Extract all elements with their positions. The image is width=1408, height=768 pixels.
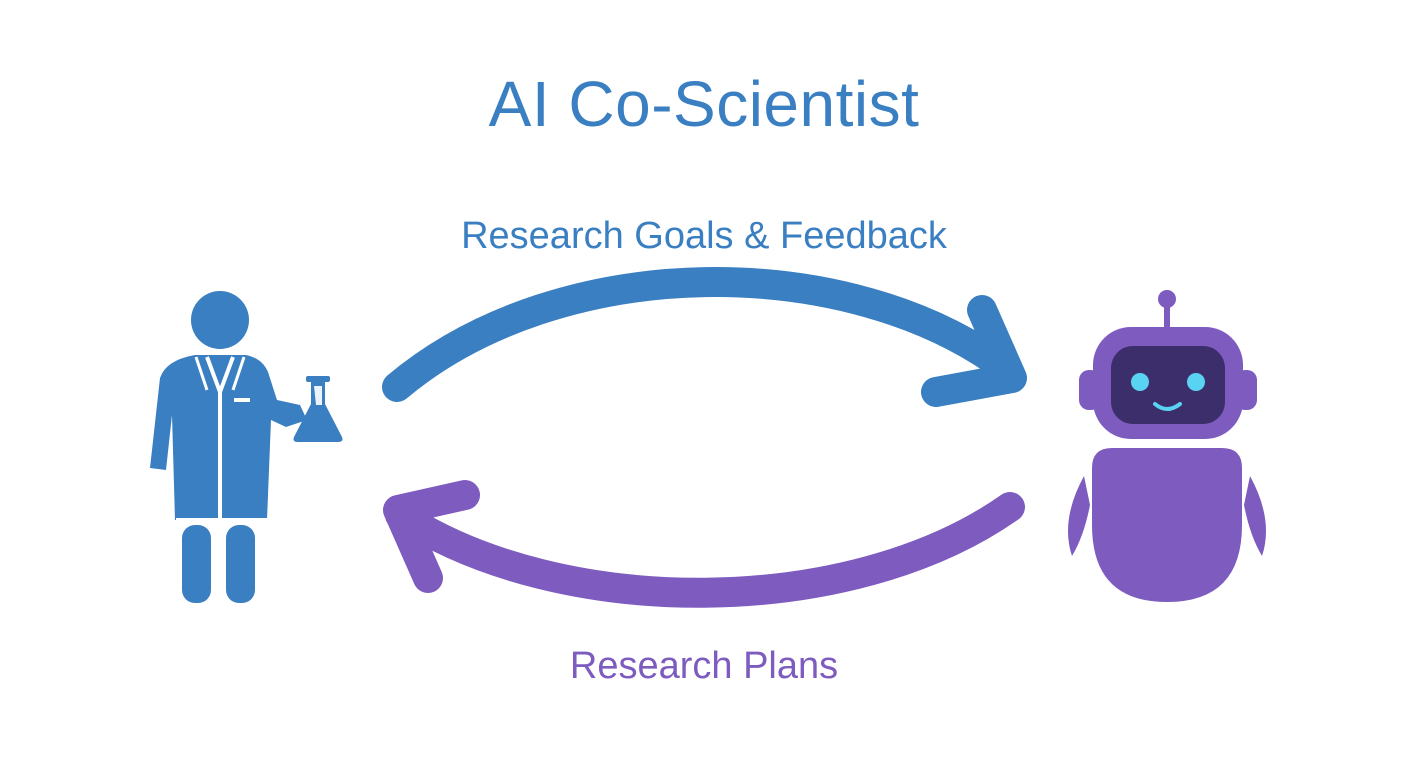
robot-icon bbox=[1068, 290, 1266, 602]
arrow-right-icon bbox=[382, 267, 1027, 407]
scientist-icon bbox=[150, 291, 307, 603]
flask-icon bbox=[293, 376, 343, 442]
page-title: AI Co-Scientist bbox=[488, 68, 920, 140]
research-plans-label: Research Plans bbox=[569, 645, 839, 687]
arrow-left-icon bbox=[383, 480, 1025, 608]
goals-feedback-label: Research Goals & Feedback bbox=[461, 215, 947, 257]
